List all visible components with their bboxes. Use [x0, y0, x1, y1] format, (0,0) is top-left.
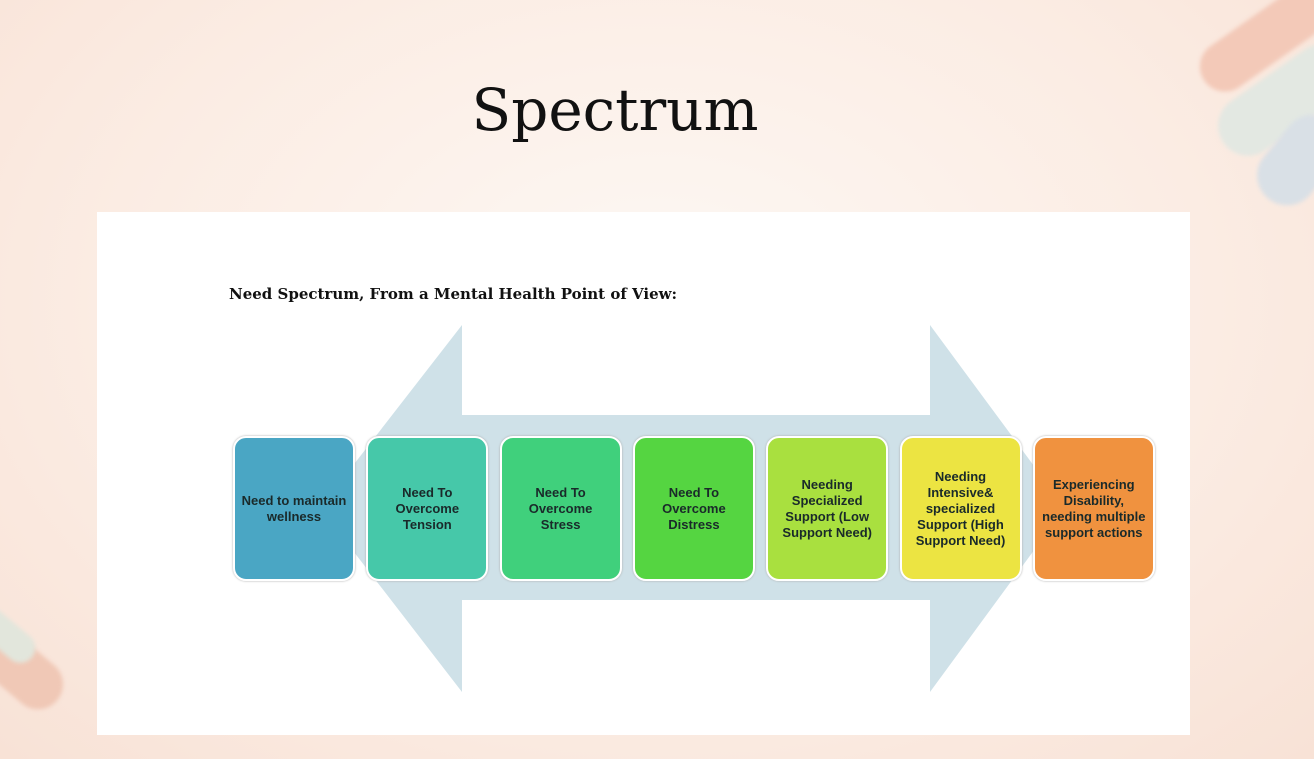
- spectrum-stage-box: Need To Overcome Stress: [499, 436, 622, 581]
- spectrum-stage-label: Needing Intensive& specialized Support (…: [915, 468, 1006, 548]
- spectrum-stage-box: Needing Specialized Support (Low Support…: [766, 436, 889, 581]
- diagram-subtitle: Need Spectrum, From a Mental Health Poin…: [229, 285, 678, 303]
- spectrum-stage-box: Experiencing Disability, needing multipl…: [1032, 436, 1155, 581]
- spectrum-stage-label: Need to maintain wellness: [241, 492, 347, 524]
- spectrum-stage-label: Experiencing Disability, needing multipl…: [1042, 476, 1146, 540]
- spectrum-stage-label: Needing Specialized Support (Low Support…: [782, 476, 872, 540]
- slide-title: Spectrum: [471, 76, 759, 144]
- spectrum-stage-box: Needing Intensive& specialized Support (…: [899, 436, 1022, 581]
- spectrum-stage-box: Need To Overcome Distress: [632, 436, 755, 581]
- spectrum-stage-box: Need To Overcome Tension: [366, 436, 489, 581]
- spectrum-stage-label: Need To Overcome Stress: [528, 484, 593, 532]
- spectrum-stage-label: Need To Overcome Distress: [662, 484, 726, 532]
- spectrum-stage-box: Need to maintain wellness: [233, 436, 355, 581]
- spectrum-stage-label: Need To Overcome Tension: [395, 484, 460, 532]
